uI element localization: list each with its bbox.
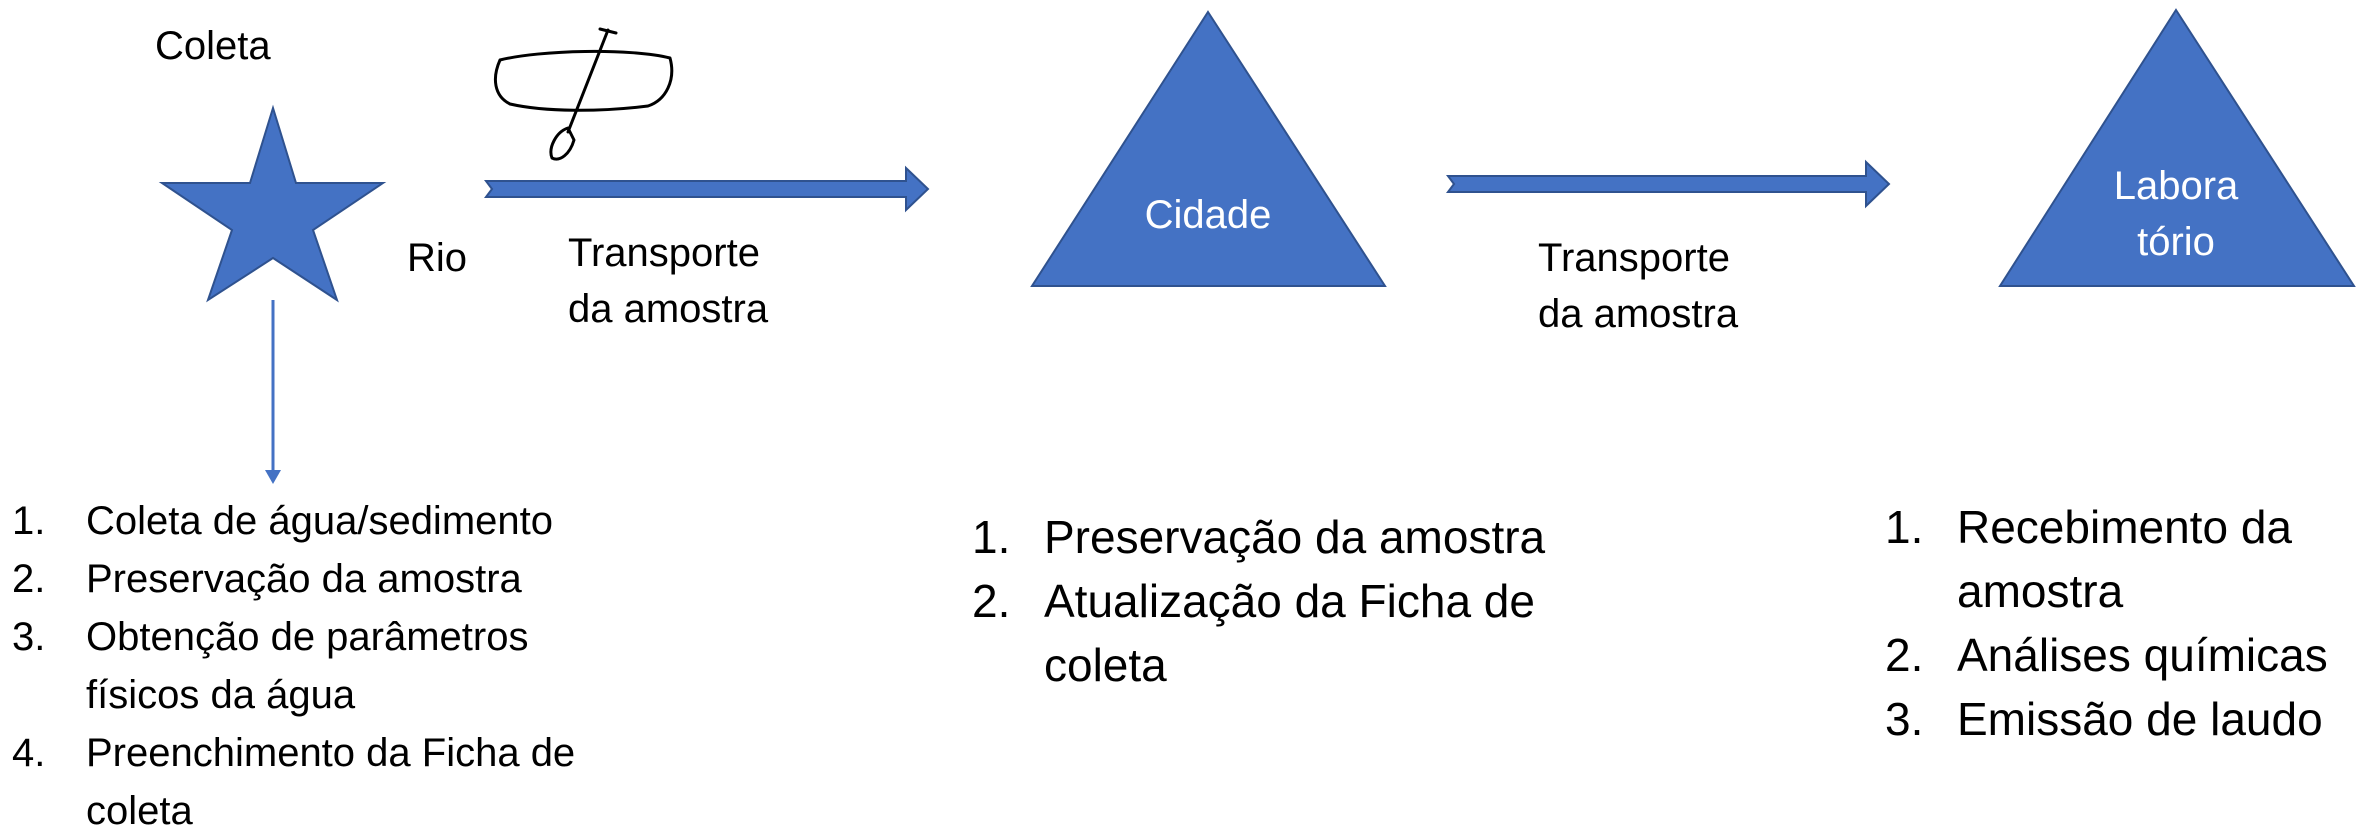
lab-label-line-2: tório	[2137, 220, 2215, 264]
list-item: 2.Preservação da amostra	[12, 557, 522, 601]
lab-triangle	[1998, 8, 2356, 287]
collection-steps-list: 1.Coleta de água/sedimento 2.Preservação…	[12, 492, 652, 840]
canoe-icon	[493, 27, 674, 161]
transport-arrow-1	[484, 165, 930, 213]
transport-arrow-2	[1446, 159, 1891, 209]
lab-label-line-1: Labora	[2113, 164, 2239, 208]
star-icon	[158, 104, 387, 303]
list-item: 3.Obtenção de parâmetros físicos da água	[12, 615, 529, 717]
transport-label-1: Transporte da amostra	[568, 231, 769, 331]
city-label: Cidade	[1144, 193, 1272, 237]
rio-label: Rio	[407, 236, 468, 280]
list-item: 4.Preenchimento da Ficha de coleta	[12, 731, 576, 833]
lab-steps-list: 1.Recebimento da amostra 2.Análises quím…	[1885, 495, 2355, 751]
list-item: 2.Atualização da Ficha de coleta	[972, 575, 1535, 691]
list-item: 3.Emissão de laudo	[1885, 693, 2323, 745]
list-item: 1.Preservação da amostra	[972, 511, 1546, 563]
coleta-label: Coleta	[155, 24, 271, 68]
list-item: 2.Análises químicas	[1885, 629, 2328, 681]
list-item: 1.Recebimento da amostra	[1885, 501, 2292, 617]
city-steps-list: 1.Preservação da amostra 2.Atualização d…	[972, 505, 1612, 697]
down-arrow-head	[265, 470, 281, 484]
city-triangle	[1030, 10, 1387, 287]
list-item: 1.Coleta de água/sedimento	[12, 499, 553, 543]
transport-label-2: Transporte da amostra	[1538, 236, 1739, 336]
